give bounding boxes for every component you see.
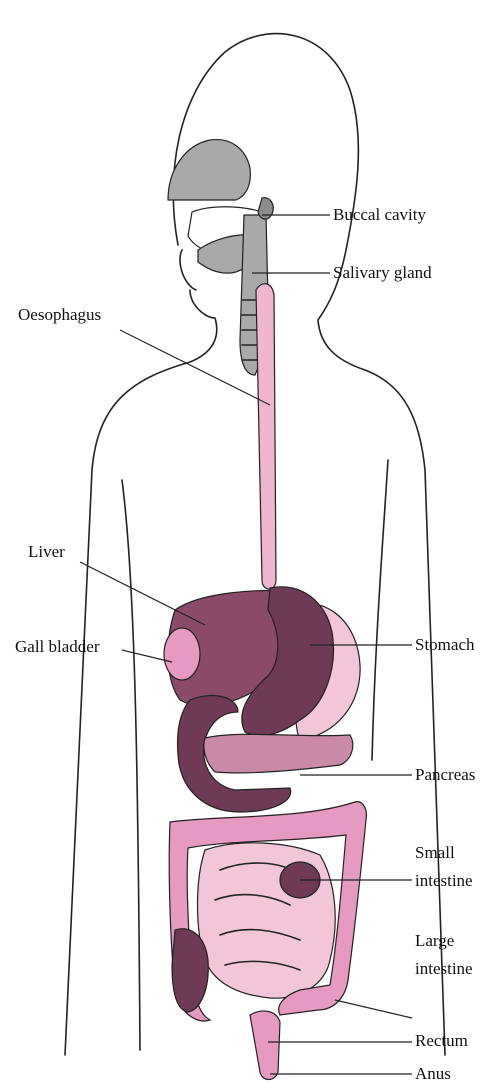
label-stomach: Stomach (415, 634, 475, 655)
label-salivary-gland: Salivary gland (333, 262, 432, 283)
label-liver: Liver (28, 541, 65, 562)
label-large-intestine-line1: Large (415, 930, 454, 951)
oesophagus (256, 284, 276, 589)
label-gall-bladder: Gall bladder (15, 636, 100, 657)
label-small-intestine-line1: Small (415, 842, 455, 863)
rectum (250, 1011, 280, 1080)
label-pancreas: Pancreas (415, 764, 475, 785)
label-oesophagus: Oesophagus (18, 304, 101, 325)
label-large-intestine-line2: intestine (415, 958, 473, 979)
nasal-cavity (168, 140, 250, 200)
label-buccal-cavity: Buccal cavity (333, 204, 426, 225)
label-small-intestine-line2: intestine (415, 870, 473, 891)
small-intestine (198, 843, 336, 998)
pancreas (204, 734, 353, 773)
salivary-gland (258, 198, 273, 219)
label-anus: Anus (415, 1063, 451, 1084)
gall-bladder (164, 628, 200, 680)
label-rectum: Rectum (415, 1030, 468, 1051)
caecum (172, 929, 208, 1012)
